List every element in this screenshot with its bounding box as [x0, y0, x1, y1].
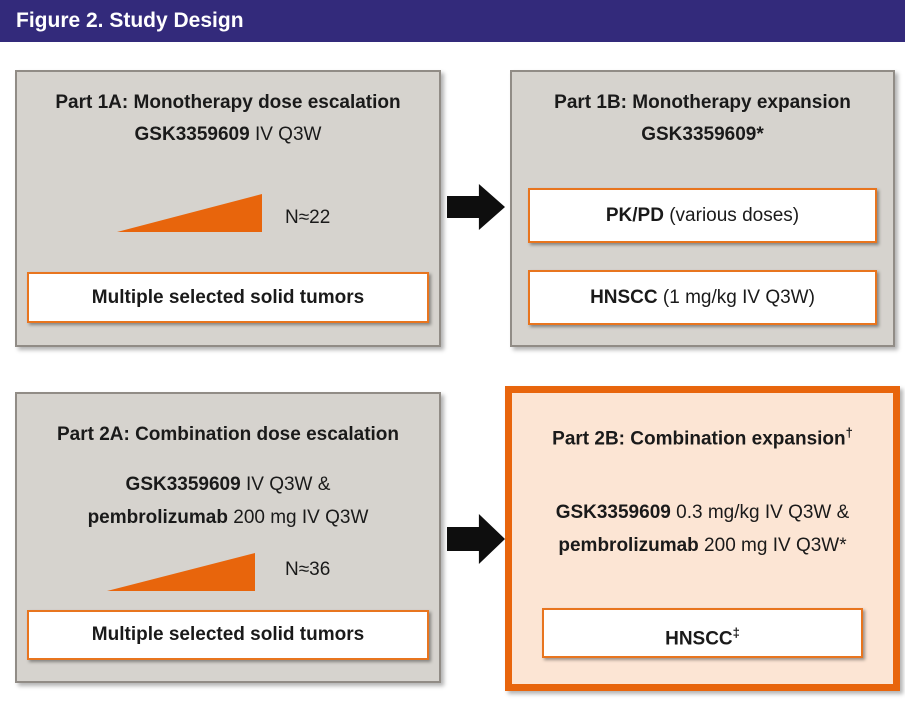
part-1b-hnscc-cohort-box: HNSCC (1 mg/kg IV Q3W): [528, 270, 877, 325]
pkpd-label: PK/PD: [605, 205, 664, 226]
part-2a-drug1-name: GSK3359609: [125, 474, 241, 495]
hnscc-label: HNSCC: [590, 287, 658, 308]
hnscc-detail: (1 mg/kg IV Q3W): [657, 287, 815, 308]
part-1a-title: Part 1A: Monotherapy dose escalation: [55, 92, 401, 113]
part-1a-population-box: Multiple selected solid tumors: [27, 272, 429, 323]
part-2a-drug2-schedule: 200 mg IV Q3W: [227, 507, 369, 528]
part-2a-n-label: N≈36: [285, 559, 331, 580]
part-2b-box: Part 2B: Combination expansion† GSK33596…: [505, 386, 900, 691]
part-1b-regimen: GSK3359609*: [641, 124, 764, 145]
part-2b-drug2-name: pembrolizumab: [558, 535, 699, 556]
part-2b-hnscc-cohort-box: HNSCC‡: [542, 608, 863, 658]
part-2a-drug2-name: pembrolizumab: [87, 507, 228, 528]
dose-escalation-wedge-icon: [107, 553, 255, 591]
hnscc-label: HNSCC: [665, 628, 733, 650]
figure-title-bar: Figure 2. Study Design: [0, 0, 905, 42]
pkpd-detail: (various doses): [663, 205, 800, 226]
part-1a-box: Part 1A: Monotherapy dose escalation GSK…: [15, 70, 441, 347]
part-2b-title: Part 2B: Combination expansion†: [512, 418, 893, 454]
part-1a-n-label: N≈22: [285, 207, 331, 228]
part-2a-population-box: Multiple selected solid tumors: [27, 610, 429, 660]
part-2b-drug1-name: GSK3359609: [555, 502, 671, 523]
dagger-footnote-mark: †: [845, 425, 853, 440]
part-2a-regimen-line1: GSK3359609 IV Q3W &: [17, 470, 439, 500]
flow-arrow-1a-to-1b-icon: [447, 184, 505, 230]
part-2a-box: Part 2A: Combination dose escalation GSK…: [15, 392, 441, 683]
part-1b-title: Part 1B: Monotherapy expansion: [554, 92, 851, 113]
part-2b-regimen-line1: GSK3359609 0.3 mg/kg IV Q3W &: [512, 498, 893, 528]
part-1b-pkpd-cohort-box: PK/PD (various doses): [528, 188, 877, 243]
part-2b-drug2-schedule: 200 mg IV Q3W*: [698, 535, 847, 556]
flow-arrow-2a-to-2b-icon: [447, 514, 505, 564]
part-2a-drug1-schedule: IV Q3W &: [240, 474, 331, 495]
figure-title: Figure 2. Study Design: [16, 9, 244, 32]
double-dagger-footnote-mark: ‡: [732, 625, 740, 640]
part-2a-title: Part 2A: Combination dose escalation: [56, 424, 400, 445]
part-1b-box: Part 1B: Monotherapy expansion GSK335960…: [510, 70, 895, 347]
part-2a-regimen-line2: pembrolizumab 200 mg IV Q3W: [17, 503, 439, 533]
dose-escalation-wedge-icon: [117, 194, 262, 232]
part-2b-drug1-schedule: 0.3 mg/kg IV Q3W &: [670, 502, 850, 523]
part-2b-regimen-line2: pembrolizumab 200 mg IV Q3W*: [512, 531, 893, 561]
part-2b-title-text: Part 2B: Combination expansion: [552, 428, 846, 450]
part-1a-regimen: GSK3359609 IV Q3W: [17, 120, 439, 150]
part-1a-dose-schedule: IV Q3W: [249, 124, 322, 145]
part-1a-drug-name: GSK3359609: [134, 124, 250, 145]
